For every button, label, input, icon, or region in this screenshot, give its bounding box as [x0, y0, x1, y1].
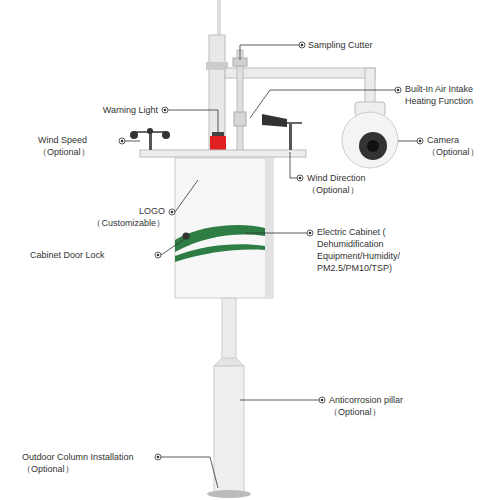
leader-line — [240, 45, 299, 60]
camera-lens-core — [367, 140, 379, 152]
leader-dot — [397, 89, 400, 92]
cabinet-side — [265, 158, 273, 298]
leader-line — [250, 90, 395, 118]
callout-label: Camera （Optional） — [427, 134, 489, 158]
leader-dot — [301, 44, 304, 47]
callout-label: Electric Cabinet ( Dehumidification Equi… — [317, 226, 417, 274]
leader-dot — [121, 140, 124, 143]
leader-line — [161, 457, 218, 488]
leader-dot — [162, 107, 168, 113]
anemometer-cup — [162, 131, 170, 139]
leader-dot — [299, 42, 305, 48]
callout-label: Warning Light — [78, 104, 158, 116]
leader-line — [168, 110, 218, 132]
anticorrosion-pillar — [214, 366, 244, 493]
callout-label: Cabinet Door Lock — [30, 249, 152, 261]
logo-swoosh — [175, 244, 265, 262]
camera-dome — [342, 112, 398, 168]
leader-dot — [309, 232, 312, 235]
leader-dot — [157, 456, 160, 459]
upper-pole — [209, 35, 225, 155]
leader-dot — [119, 138, 125, 144]
vane-post — [289, 124, 292, 150]
top-shelf — [140, 150, 306, 157]
leader-lines — [125, 45, 417, 488]
camera-arm — [225, 68, 375, 78]
leader-line — [161, 238, 186, 255]
leader-dot — [297, 175, 303, 181]
leader-dot — [319, 397, 325, 403]
leader-dot — [299, 177, 302, 180]
heater-sleeve — [234, 112, 246, 126]
callout-label: Wind Direction （Optional） — [307, 172, 387, 196]
leader-dot — [169, 209, 175, 215]
callout-label: Outdoor Column Installation （Optional） — [22, 451, 154, 475]
leader-dot — [164, 109, 167, 112]
callout-label: Wind Speed （Optional） — [38, 134, 116, 158]
wind-vane — [262, 114, 287, 127]
leader-line — [175, 180, 198, 212]
electric-cabinet — [175, 158, 273, 298]
leader-dot — [419, 140, 422, 143]
base-plate — [207, 490, 251, 498]
leader-dot — [155, 454, 161, 460]
leader-line — [125, 141, 140, 142]
warning-light — [210, 136, 226, 150]
leader-line — [240, 400, 319, 401]
antenna-mast — [217, 0, 221, 40]
leader-dot — [307, 230, 313, 236]
callout-label: LOGO （Customizable） — [85, 205, 165, 229]
lower-pole — [222, 298, 236, 360]
callout-label: Built-In Air Intake Heating Function — [405, 83, 490, 107]
anemometer-cup — [130, 131, 138, 139]
pillar-collar — [214, 358, 244, 366]
leader-dot — [171, 211, 174, 214]
anemometer-post — [149, 132, 152, 150]
leader-dot — [155, 252, 161, 258]
leader-line — [245, 233, 307, 234]
leader-dot — [157, 254, 160, 257]
camera-lens — [359, 132, 387, 160]
leader-line — [398, 141, 417, 142]
leader-dot — [321, 399, 324, 402]
vane-pointer — [287, 122, 302, 124]
callout-label: Anticorrosion pillar （Optional） — [329, 394, 439, 418]
anemometer-cup — [147, 128, 153, 134]
leader-dot — [417, 138, 423, 144]
callout-label: Sampling Cutter — [308, 39, 428, 51]
leader-line — [290, 152, 297, 178]
leader-dot — [395, 87, 401, 93]
